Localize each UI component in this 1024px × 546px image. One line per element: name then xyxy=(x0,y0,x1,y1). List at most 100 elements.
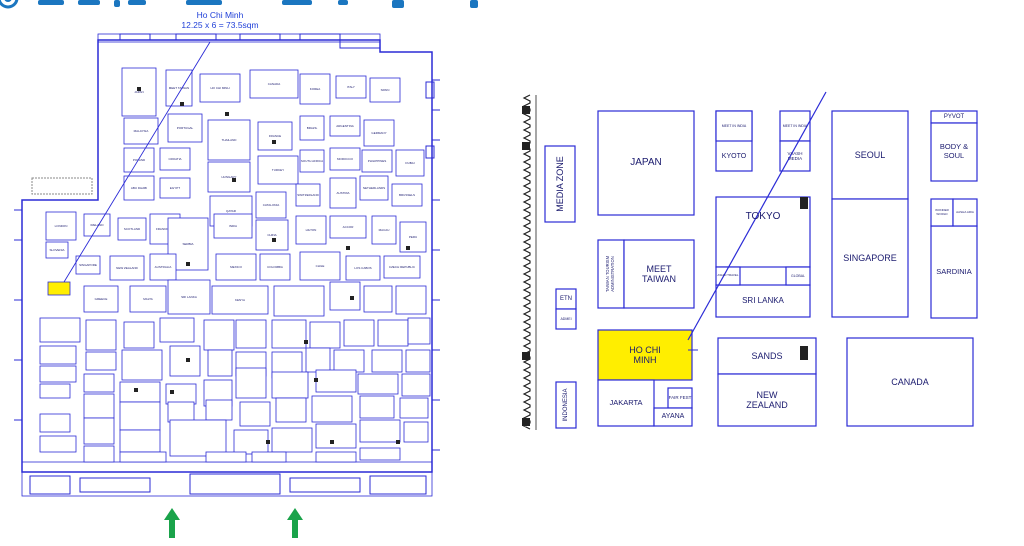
japan-booth[interactable] xyxy=(597,110,695,216)
meet-in-india-booth-2[interactable] xyxy=(779,110,811,142)
overview-booth xyxy=(249,69,299,99)
entrance-arrow-left-icon xyxy=(164,508,180,538)
overview-ho-chi-minh-booth[interactable] xyxy=(47,281,71,296)
overview-booth-label: TURKEY xyxy=(272,168,284,172)
overview-booth xyxy=(335,75,367,99)
overview-booth xyxy=(39,365,77,383)
canada-booth-label: CANADA xyxy=(891,376,929,387)
global-booth[interactable] xyxy=(785,266,811,286)
admei-booth-label: ADMEI xyxy=(560,316,572,321)
overview-booth xyxy=(377,319,409,347)
media-zone-booth[interactable] xyxy=(544,145,576,223)
taiwan-tourism-booth[interactable] xyxy=(597,239,625,309)
overview-booth-label: MEET TAIWAN xyxy=(169,86,189,90)
meet-in-india-booth-1[interactable] xyxy=(715,110,753,142)
overview-booth xyxy=(83,213,111,237)
overview-map xyxy=(14,33,440,497)
overview-booth xyxy=(121,349,163,381)
overview-booth xyxy=(233,429,269,455)
singapore-booth-label: SINGAPORE xyxy=(843,252,897,263)
overview-booth-label: POLAND xyxy=(133,158,146,162)
overview-booth xyxy=(39,317,81,343)
column-marker xyxy=(225,112,229,116)
jakarta-booth-label: JAKARTA xyxy=(609,397,643,407)
singapore-booth[interactable] xyxy=(831,198,909,318)
overview-booth-label: SCOTLAND xyxy=(124,227,141,231)
overview-booth xyxy=(123,175,155,201)
jakarta-booth[interactable] xyxy=(597,379,655,427)
overview-booth xyxy=(309,321,341,349)
new-zealand-booth[interactable] xyxy=(717,373,817,427)
overview-booth-label: KENYA xyxy=(235,298,245,302)
overview-booth-label: CHINA xyxy=(267,233,276,237)
overview-booth xyxy=(83,417,115,445)
overview-booth xyxy=(359,419,401,443)
overview-booth xyxy=(239,401,271,427)
overview-booth xyxy=(235,319,267,349)
overview-booth xyxy=(121,67,157,117)
overview-booth-label: JAPAN xyxy=(134,90,143,94)
overview-booth xyxy=(39,435,77,453)
sri-lanka-booth[interactable] xyxy=(715,284,811,318)
canada-booth[interactable] xyxy=(846,337,974,427)
overview-booth-label: GERMANY xyxy=(371,131,386,135)
overview-booth xyxy=(407,317,431,345)
overview-booth xyxy=(205,399,233,421)
overview-booth xyxy=(383,255,421,279)
ayana-booth[interactable] xyxy=(653,407,693,427)
overview-booth xyxy=(295,215,327,245)
meet-taiwan-booth[interactable] xyxy=(623,239,695,309)
overview-booth xyxy=(359,175,389,201)
overview-booth xyxy=(205,451,247,463)
detail-map xyxy=(522,94,537,430)
tokyo-booth[interactable] xyxy=(715,196,811,268)
overview-booth-label: ACCOR xyxy=(343,225,355,229)
overview-booth-label: SWITZERLAND xyxy=(297,193,319,197)
sands-booth[interactable] xyxy=(717,337,817,375)
overview-booth xyxy=(399,221,427,253)
column-marker xyxy=(800,346,808,360)
overview-booth-label: ABU DHABI xyxy=(131,186,147,190)
overview-booth xyxy=(315,369,357,393)
overview-booth xyxy=(39,345,77,365)
body-soul-booth[interactable] xyxy=(930,122,978,182)
overview-booth xyxy=(369,77,401,103)
overview-booth-label: THAILAND xyxy=(222,138,238,142)
overview-booth xyxy=(45,241,69,259)
overview-booth-label: SERBIA xyxy=(182,242,193,246)
overview-booth xyxy=(271,427,313,453)
ho-chi-minh-booth[interactable] xyxy=(597,329,693,381)
admei-booth[interactable] xyxy=(555,308,577,330)
overview-booth xyxy=(329,215,367,239)
overview-booth-label: FRANCE xyxy=(269,134,281,138)
overview-booth xyxy=(401,373,431,397)
overview-booth-label: COLOMBIA xyxy=(267,265,283,269)
aasha-aria-booth[interactable] xyxy=(952,198,978,227)
indonesia-booth[interactable] xyxy=(555,381,577,429)
overview-booth xyxy=(119,381,161,403)
overview-booth-label: DUBAI xyxy=(405,161,414,165)
overview-booth-label: QATAR xyxy=(226,209,237,213)
etn-booth-label: ETN xyxy=(560,295,572,302)
column-marker xyxy=(396,440,400,444)
overview-booth xyxy=(311,395,353,423)
sardinia-booth[interactable] xyxy=(930,225,978,319)
overview-booth xyxy=(203,319,235,351)
overview-booth xyxy=(83,285,119,313)
column-marker xyxy=(180,102,184,106)
overview-booth xyxy=(83,393,115,419)
overview-booth-label: SLOVENIA xyxy=(49,248,64,252)
overview-booth xyxy=(273,285,325,317)
overview-booth xyxy=(45,211,77,241)
overview-booth xyxy=(167,113,203,143)
overview-booth xyxy=(123,147,155,173)
overview-booth xyxy=(329,281,361,311)
overview-booth-label: PERU xyxy=(409,235,417,239)
overview-booth-label: SINGAPORE xyxy=(79,263,97,267)
tokyo-booth-label: TOKYO xyxy=(745,211,781,223)
overview-booth-label: LOS CABOS xyxy=(354,266,371,270)
column-marker xyxy=(186,262,190,266)
aasha-aria-booth-label: AASHA ARIA xyxy=(956,209,974,214)
overview-booth-label: PHILIPPINES xyxy=(368,159,387,163)
